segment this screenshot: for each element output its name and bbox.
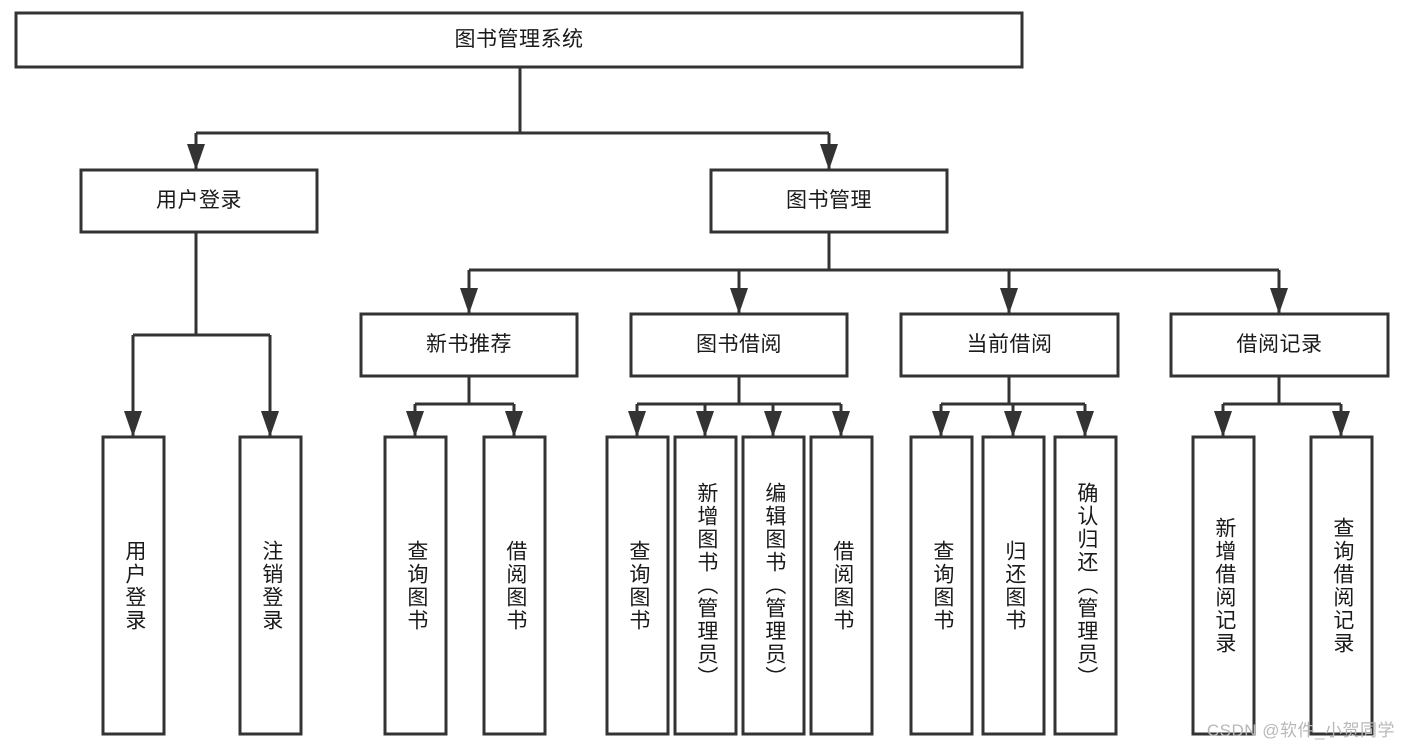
connector-arrowhead-c-book-borrow-3 bbox=[832, 411, 850, 437]
node-box-n-leaf-query-record[interactable] bbox=[1309, 435, 1374, 736]
connector-arrowhead-c-book-manage-1 bbox=[730, 288, 748, 314]
node-box-n-leaf-edit-book[interactable] bbox=[741, 435, 806, 736]
node-box-n-leaf-query-book-1[interactable] bbox=[383, 435, 448, 736]
watermark-text: CSDN @软件_小贺同学 bbox=[1206, 721, 1395, 740]
node-box-n-leaf-logout[interactable] bbox=[238, 435, 303, 736]
node-box-n-leaf-borrow-book-2[interactable] bbox=[809, 435, 874, 736]
connectors-layer bbox=[124, 67, 1350, 437]
connector-arrowhead-c-user-login-0 bbox=[124, 411, 142, 437]
node-box-n-borrow-record[interactable] bbox=[1169, 312, 1390, 378]
connector-arrowhead-c-book-borrow-2 bbox=[764, 411, 782, 437]
connector-arrowhead-c-current-borrow-0 bbox=[932, 411, 950, 437]
boxes-layer bbox=[14, 11, 1390, 736]
node-box-n-leaf-add-record[interactable] bbox=[1191, 435, 1256, 736]
node-box-n-leaf-return-book[interactable] bbox=[981, 435, 1046, 736]
node-box-n-leaf-query-book-3[interactable] bbox=[909, 435, 974, 736]
connector-arrowhead-c-current-borrow-2 bbox=[1076, 411, 1094, 437]
connector-arrowhead-c-new-book-rec-0 bbox=[406, 411, 424, 437]
node-box-n-new-book-rec[interactable] bbox=[359, 312, 579, 378]
node-box-n-leaf-query-book-2[interactable] bbox=[605, 435, 670, 736]
connector-arrowhead-c-current-borrow-1 bbox=[1004, 411, 1022, 437]
node-box-n-current-borrow[interactable] bbox=[899, 312, 1120, 378]
connector-arrowhead-c-book-manage-3 bbox=[1270, 288, 1288, 314]
node-box-n-book-manage[interactable] bbox=[709, 168, 949, 234]
connector-arrowhead-c-root-1 bbox=[820, 144, 838, 170]
node-box-n-book-borrow[interactable] bbox=[629, 312, 849, 378]
connector-arrowhead-c-book-borrow-0 bbox=[628, 411, 646, 437]
node-box-root[interactable] bbox=[14, 11, 1024, 69]
node-box-n-leaf-borrow-book-1[interactable] bbox=[482, 435, 547, 736]
connector-arrowhead-c-new-book-rec-1 bbox=[505, 411, 523, 437]
connector-arrowhead-c-book-manage-0 bbox=[460, 288, 478, 314]
connector-arrowhead-c-user-login-1 bbox=[261, 411, 279, 437]
connector-arrowhead-c-borrow-record-0 bbox=[1214, 411, 1232, 437]
node-box-n-user-login[interactable] bbox=[79, 168, 319, 234]
connector-arrowhead-c-root-0 bbox=[187, 144, 205, 170]
connector-arrowhead-c-book-manage-2 bbox=[1000, 288, 1018, 314]
node-box-n-leaf-confirm-return[interactable] bbox=[1053, 435, 1118, 736]
connector-arrowhead-c-borrow-record-1 bbox=[1332, 411, 1350, 437]
node-box-n-leaf-add-book[interactable] bbox=[673, 435, 738, 736]
connector-arrowhead-c-book-borrow-1 bbox=[696, 411, 714, 437]
node-box-n-leaf-user-login[interactable] bbox=[101, 435, 166, 736]
